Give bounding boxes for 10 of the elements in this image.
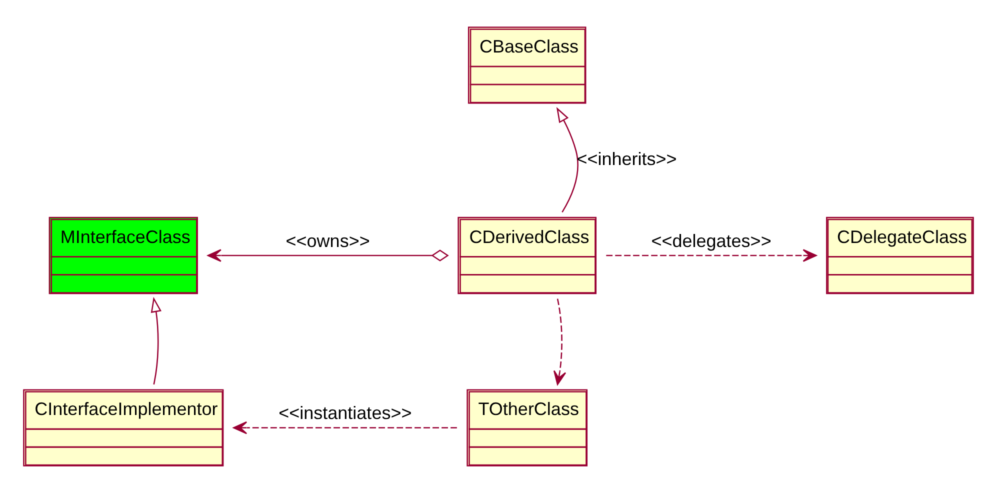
arrow [553,298,566,386]
arrow [207,249,449,262]
arrow [150,296,162,385]
edge-label: <<inherits>> [576,149,677,170]
edge-label: <<delegates>> [651,230,772,251]
arrow [606,249,817,262]
edge-label: <<instantiates>> [278,403,412,424]
arrow [233,421,457,434]
arrow [556,107,578,213]
edge-label: <<owns>> [286,230,370,251]
